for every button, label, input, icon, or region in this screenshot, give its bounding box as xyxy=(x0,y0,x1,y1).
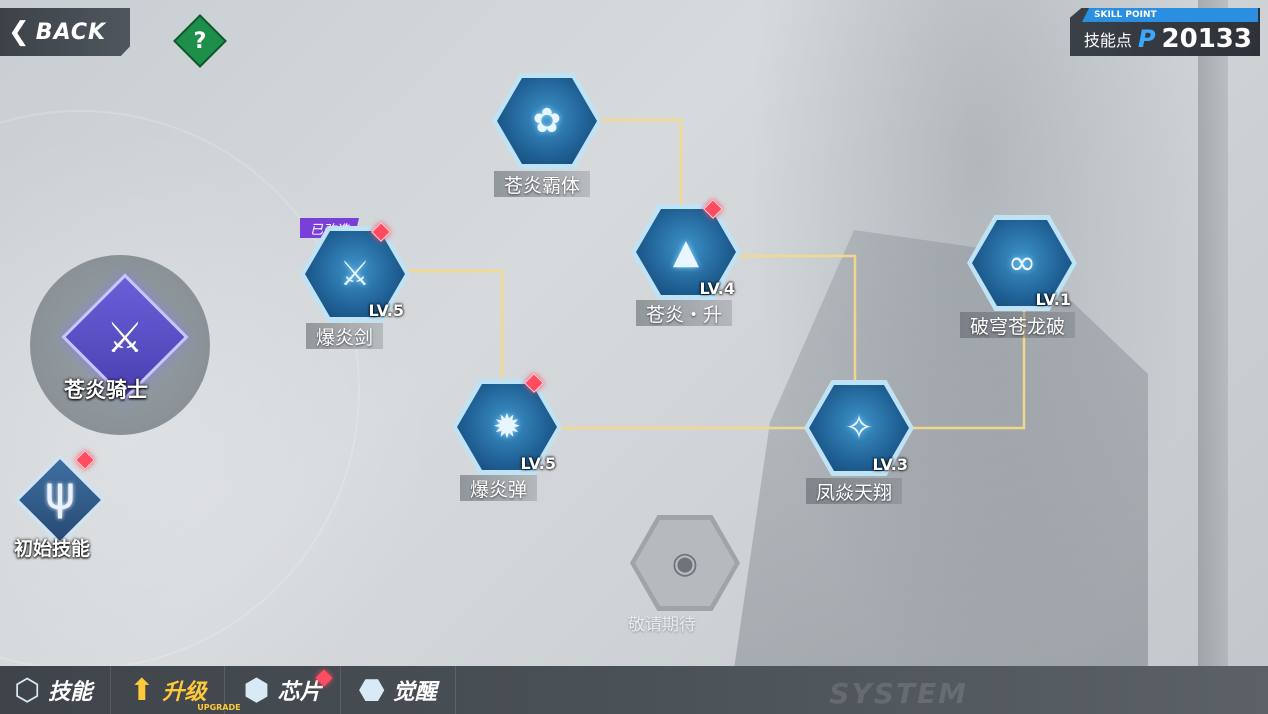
chip-icon: ⬢ xyxy=(243,672,270,708)
skill-level: LV.3 xyxy=(872,455,908,474)
nav-label: 芯片 xyxy=(277,680,322,705)
skill-level: LV.5 xyxy=(368,301,404,320)
link-sheng-fengyan xyxy=(735,254,857,380)
character-portrait-shadow xyxy=(748,0,1208,700)
skill-name-cangyan-bati: 苍炎霸体 xyxy=(494,171,591,197)
skill-name-baoyan-jian: 爆炎剑 xyxy=(306,323,384,349)
lock-icon: ◉ xyxy=(671,545,699,581)
class-name: 苍炎骑士 xyxy=(64,378,148,402)
skill-level: LV.5 xyxy=(520,454,556,473)
skill-name-fengyan-tianxiang: 凤焱天翔 xyxy=(806,478,903,504)
awaken-icon: ⬣ xyxy=(358,672,385,708)
wing-icon: ✧ xyxy=(844,408,874,448)
back-button[interactable]: ❮ BACK xyxy=(0,8,130,56)
skill-level: LV.1 xyxy=(1035,290,1071,309)
nav-label: 觉醒 xyxy=(392,680,437,705)
dragon-icon: ∞ xyxy=(1007,243,1037,283)
nav-tab-chips[interactable]: ⬢ 芯片 xyxy=(225,666,341,714)
system-watermark: SYSTEM xyxy=(829,677,968,710)
skill-name-poqiong-canglongpo: 破穹苍龙破 xyxy=(960,312,1076,338)
skill-node-cangyan-bati[interactable]: ✿ xyxy=(492,73,602,173)
skill-point-value: 20133 xyxy=(1161,24,1252,54)
skill-name-baoyan-dan: 爆炎弹 xyxy=(460,475,538,501)
initial-skill-label: 初始技能 xyxy=(14,538,91,560)
crest-icon: ⚔ xyxy=(106,312,144,362)
skill-point-tag: SKILL POINT xyxy=(1082,8,1258,22)
nav-sublabel: UPGRADE xyxy=(197,703,241,712)
back-label: BACK xyxy=(35,19,107,45)
skill-name-cangyan-sheng: 苍炎・升 xyxy=(636,300,733,326)
skill-node-locked: ◉ xyxy=(630,515,740,615)
nav-label: 技能 xyxy=(48,680,93,705)
nav-tab-upgrade[interactable]: ⬆ 升级 UPGRADE xyxy=(111,666,241,714)
skill-node-baoyan-jian[interactable]: ⚔ LV.5 xyxy=(300,226,410,326)
nav-label: 升级 xyxy=(162,680,207,705)
nav-tab-awaken[interactable]: ⬣ 觉醒 xyxy=(341,666,456,714)
nav-tab-skills[interactable]: ⬡ 技能 xyxy=(0,666,112,714)
question-mark-icon: ? xyxy=(193,28,207,54)
burst-icon: ✹ xyxy=(492,407,522,447)
rising-flame-icon: ▲ xyxy=(672,232,700,272)
skill-node-baoyan-dan[interactable]: ✹ LV.5 xyxy=(452,379,562,479)
trident-icon: ψ xyxy=(44,466,76,520)
skill-node-cangyan-sheng[interactable]: ▲ LV.4 xyxy=(631,204,741,304)
bottom-nav: ⬡ 技能 ⬆ 升级 UPGRADE ⬢ 芯片 ⬣ 觉醒 SYSTEM xyxy=(0,666,1268,714)
character-sword xyxy=(1198,0,1228,714)
link-jian-dan xyxy=(405,269,504,382)
skill-level: LV.4 xyxy=(699,279,735,298)
skill-point-label: 技能点 xyxy=(1083,31,1132,50)
skill-point-row: 技能点 P 20133 xyxy=(1084,24,1252,54)
skill-point-currency-icon: P xyxy=(1137,25,1156,53)
flame-ring-icon: ✿ xyxy=(532,101,562,141)
sword-icon: ⚔ xyxy=(339,254,371,294)
skill-node-poqiong-canglongpo[interactable]: ∞ LV.1 xyxy=(967,215,1077,315)
back-arrow-icon: ❮ xyxy=(8,17,30,47)
upgrade-arrow-icon: ⬆ xyxy=(129,672,155,708)
locked-skill-label: 敬请期待 xyxy=(628,615,696,635)
link-bati-sheng xyxy=(595,118,683,205)
hexagons-icon: ⬡ xyxy=(14,672,41,708)
skill-node-fengyan-tianxiang[interactable]: ✧ LV.3 xyxy=(804,380,914,480)
link-fengyan-canglong xyxy=(908,310,1026,430)
